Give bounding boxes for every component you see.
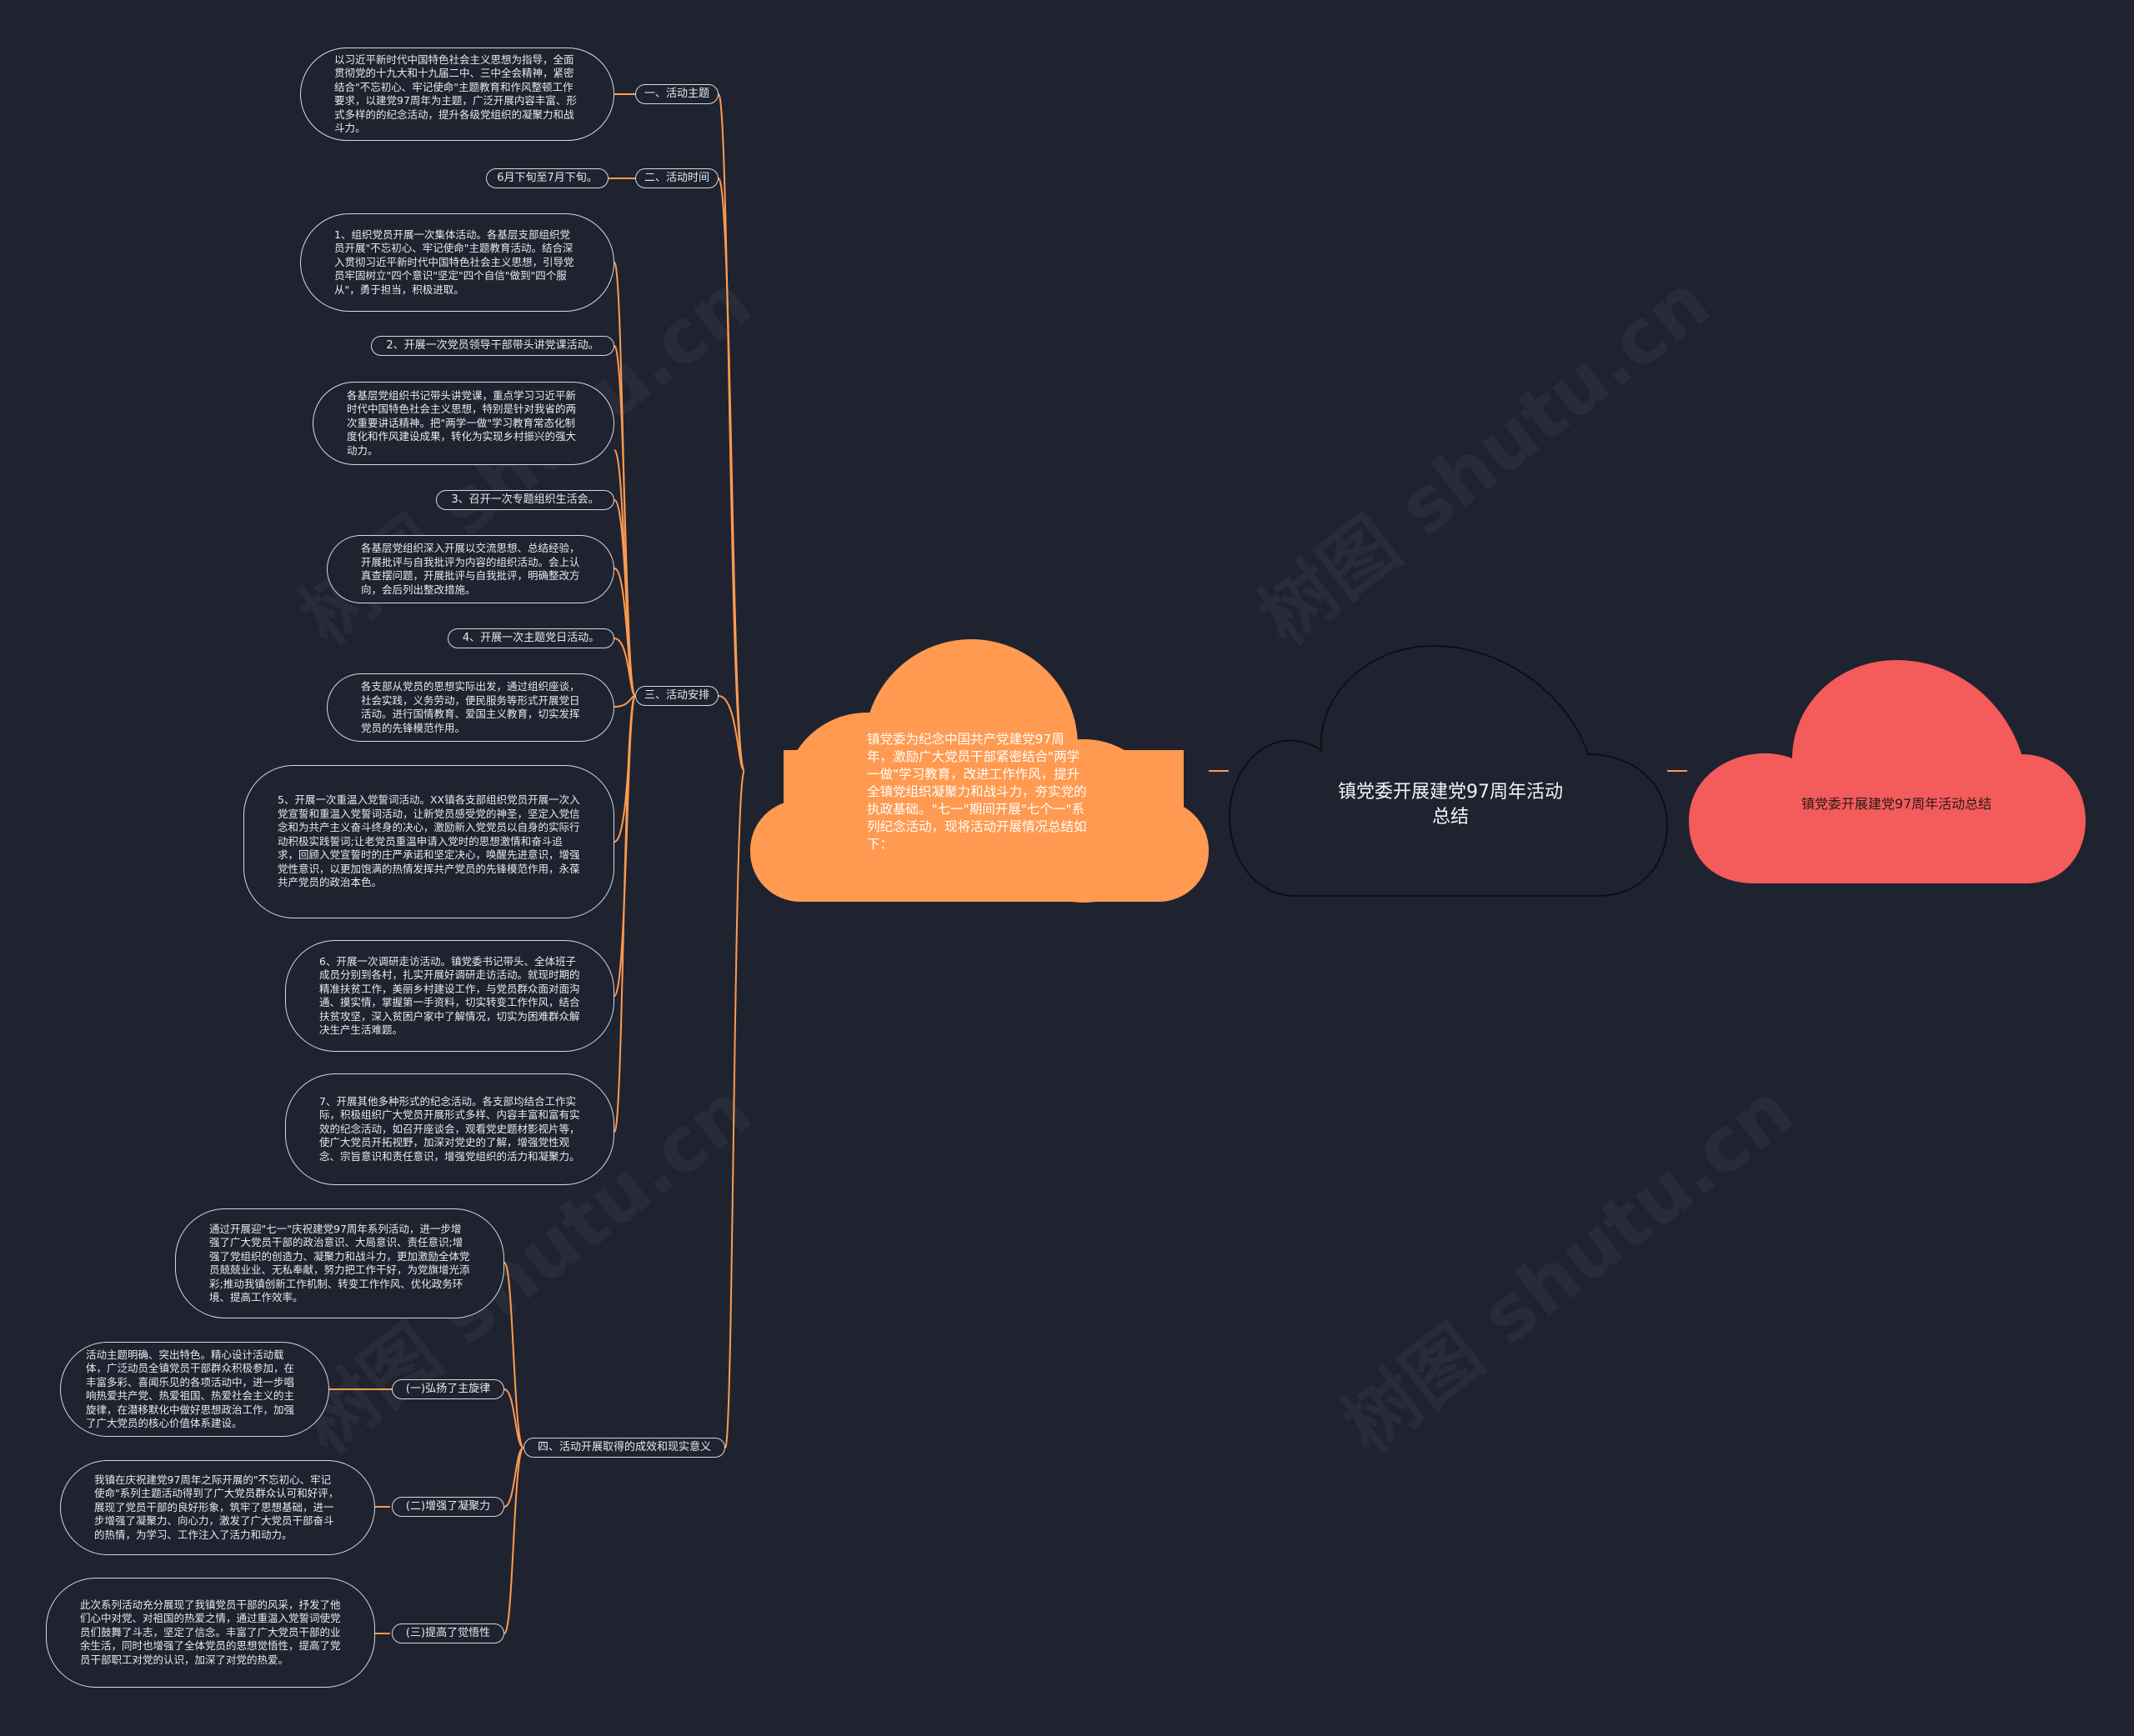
connector-branch-4 — [724, 770, 745, 1448]
leaf-result-1-detail-text: 活动主题明确、突出特色。精心设计活动载体，广泛动员全镇党员干部群众积极参加，在丰… — [86, 1348, 295, 1430]
leaf-activity-7[interactable]: 7、开展其他多种形式的纪念活动。各支部均结合工作实际，积极组织广大党员开展形式多… — [285, 1073, 614, 1185]
right-node-text: 镇党委开展建党97周年活动总结 — [1801, 796, 1992, 812]
leaf-result-3[interactable]: (三)提高了觉悟性 — [392, 1623, 504, 1643]
leaf-result-1-detail[interactable]: 活动主题明确、突出特色。精心设计活动载体，广泛动员全镇党员干部群众积极参加，在丰… — [60, 1342, 329, 1437]
leaf-result-3-detail[interactable]: 此次系列活动充分展现了我镇党员干部的风采，抒发了他们心中对党、对祖国的热爱之情，… — [46, 1578, 375, 1688]
leaf-result-2[interactable]: (二)增强了凝聚力 — [392, 1497, 504, 1517]
leaf-activity-3-detail[interactable]: 各基层党组织深入开展以交流思想、总结经验，开展批评与自我批评为内容的组织活动。会… — [327, 535, 614, 603]
right-node[interactable]: 镇党委开展建党97周年活动总结 — [1767, 788, 2026, 821]
leaf-result-1-text: (一)弘扬了主旋律 — [405, 1383, 491, 1395]
leaf-activity-3[interactable]: 3、召开一次专题组织生活会。 — [436, 490, 614, 510]
leaf-activity-2[interactable]: 2、开展一次党员领导干部带头讲党课活动。 — [371, 336, 614, 356]
intro-text-content: 镇党委为纪念中国共产党建党97周年，激励广大党员干部紧密结合"两学一做"学习教育… — [867, 731, 1087, 852]
leaf-activity-6[interactable]: 6、开展一次调研走访活动。镇党委书记带头、全体班子成员分别到各村，扎实开展好调研… — [285, 940, 614, 1052]
leaf-activity-4[interactable]: 4、开展一次主题党日活动。 — [448, 628, 614, 648]
leaf-activity-5-text: 5、开展一次重温入党誓词活动。XX镇各支部组织党员开展一次入党宣誓和重温入党誓词… — [278, 793, 580, 889]
branch-theme[interactable]: 一、活动主题 — [635, 84, 719, 104]
leaf-theme[interactable]: 以习近平新时代中国特色社会主义思想为指导，全面贯彻党的十九大和十九届二中、三中全… — [300, 48, 614, 141]
branch-results-label: 四、活动开展取得的成效和现实意义 — [537, 1441, 711, 1453]
leaf-activity-4-detail[interactable]: 各支部从党员的思想实际出发，通过组织座谈，社会实践，义务劳动，便民服务等形式开展… — [327, 673, 614, 742]
connector-branch-2 — [718, 178, 745, 772]
intro-cloud — [750, 639, 1209, 903]
root-cloud — [1228, 644, 1669, 897]
leaf-result-2-detail-text: 我镇在庆祝建党97周年之际开展的"不忘初心、牢记使命"系列主题活动得到了广大党员… — [94, 1473, 339, 1541]
leaf-activity-6-text: 6、开展一次调研走访活动。镇党委书记带头、全体班子成员分别到各村，扎实开展好调研… — [319, 954, 580, 1037]
root-title-text: 镇党委开展建党97周年活动总结 — [1338, 782, 1563, 828]
branch-time-label: 二、活动时间 — [644, 172, 710, 184]
leaf-result-3-detail-text: 此次系列活动充分展现了我镇党员干部的风采，抒发了他们心中对党、对祖国的热爱之情，… — [80, 1598, 341, 1666]
leaf-activity-4-detail-text: 各支部从党员的思想实际出发，通过组织座谈，社会实践，义务劳动，便民服务等形式开展… — [361, 680, 580, 734]
leaf-activity-4-text: 4、开展一次主题党日活动。 — [462, 632, 600, 644]
leaf-time-text: 6月下旬至7月下旬。 — [497, 172, 598, 184]
leaf-result-summary-text: 通过开展迎"七一"庆祝建党97周年系列活动，进一步增强了广大党员干部的政治意识、… — [209, 1222, 470, 1304]
leaf-result-3-text: (三)提高了觉悟性 — [405, 1627, 491, 1639]
leaf-activity-1-text: 1、组织党员开展一次集体活动。各基层支部组织党员开展"不忘初心、牢记使命"主题教… — [334, 228, 574, 296]
leaf-result-2-detail[interactable]: 我镇在庆祝建党97周年之际开展的"不忘初心、牢记使命"系列主题活动得到了广大党员… — [60, 1460, 375, 1555]
leaf-result-1[interactable]: (一)弘扬了主旋律 — [392, 1379, 504, 1399]
leaf-activity-2-detail-text: 各基层党组织书记带头讲党课，重点学习习近平新时代中国特色社会主义思想，特别是针对… — [347, 388, 577, 457]
leaf-activity-2-text: 2、开展一次党员领导干部带头讲党课活动。 — [386, 339, 599, 352]
branch-time[interactable]: 二、活动时间 — [635, 168, 719, 188]
leaf-activity-5[interactable]: 5、开展一次重温入党誓词活动。XX镇各支部组织党员开展一次入党宣誓和重温入党誓词… — [243, 765, 614, 918]
leaf-activity-1[interactable]: 1、组织党员开展一次集体活动。各基层支部组织党员开展"不忘初心、牢记使命"主题教… — [300, 213, 614, 312]
branch-schedule-label: 三、活动安排 — [644, 689, 710, 702]
leaf-activity-7-text: 7、开展其他多种形式的纪念活动。各支部均结合工作实际，积极组织广大党员开展形式多… — [319, 1094, 580, 1163]
leaf-result-2-text: (二)增强了凝聚力 — [405, 1500, 491, 1513]
connector-branch-3 — [718, 695, 745, 772]
root-title[interactable]: 镇党委开展建党97周年活动总结 — [1334, 775, 1567, 835]
intro-text: 镇党委为纪念中国共产党建党97周年，激励广大党员干部紧密结合"两学一做"学习教育… — [867, 725, 1088, 858]
branch-theme-label: 一、活动主题 — [644, 88, 710, 100]
leaf-theme-text: 以习近平新时代中国特色社会主义思想为指导，全面贯彻党的十九大和十九届二中、三中全… — [334, 53, 577, 135]
leaf-activity-2-detail[interactable]: 各基层党组织书记带头讲党课，重点学习习近平新时代中国特色社会主义思想，特别是针对… — [313, 382, 614, 465]
branch-schedule[interactable]: 三、活动安排 — [635, 686, 719, 706]
leaf-activity-3-detail-text: 各基层党组织深入开展以交流思想、总结经验，开展批评与自我批评为内容的组织活动。会… — [361, 542, 580, 596]
right-cloud — [1689, 660, 2086, 883]
leaf-result-summary[interactable]: 通过开展迎"七一"庆祝建党97周年系列活动，进一步增强了广大党员干部的政治意识、… — [175, 1208, 504, 1318]
leaf-time[interactable]: 6月下旬至7月下旬。 — [486, 168, 609, 188]
branch-results[interactable]: 四、活动开展取得的成效和现实意义 — [523, 1438, 725, 1458]
leaf-activity-3-text: 3、召开一次专题组织生活会。 — [451, 493, 599, 506]
